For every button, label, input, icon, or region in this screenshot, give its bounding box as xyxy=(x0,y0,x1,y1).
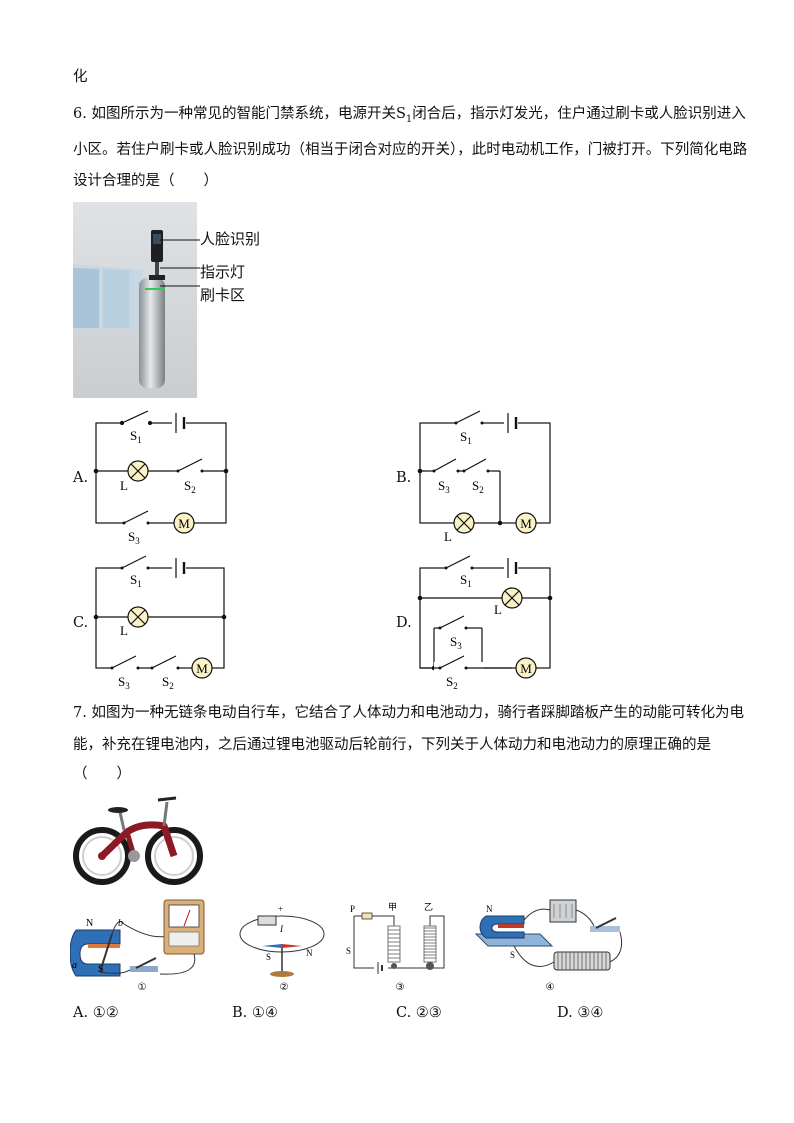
label-s3: S3 xyxy=(118,674,130,690)
label-s2: S2 xyxy=(472,478,484,495)
circuit-c: M S1 L S3 S2 xyxy=(93,555,227,690)
q7-line3: （ ） xyxy=(73,766,131,782)
lamp-l: L xyxy=(120,623,128,638)
q6-line1-tail: 闭合后，指示灯发光，住户通过刷卡或人脸识别进入 xyxy=(412,106,746,122)
motor-m: M xyxy=(520,516,532,531)
lamp-l: L xyxy=(120,478,128,493)
q7-option-a: A. ①② xyxy=(73,1005,119,1021)
fig2-s: S xyxy=(266,952,271,962)
label-s3: S3 xyxy=(438,478,450,495)
q7-line2: 能，补充在锂电池内，之后通过锂电池驱动后轮前行，下列关于人体动力和电池动力的原理… xyxy=(73,737,711,753)
label-s3: S3 xyxy=(450,634,462,651)
q6-line1-sub: 1 xyxy=(405,113,413,125)
fig1-a: a xyxy=(72,960,77,971)
circuit-d: M S1 L S3 S2 xyxy=(417,555,553,691)
fig4-s: S xyxy=(510,950,515,960)
label-s2: S2 xyxy=(446,674,458,691)
motor-m: M xyxy=(520,661,532,676)
figure-1: N S a b ① xyxy=(70,899,205,993)
label-s2: S2 xyxy=(162,674,174,690)
q7-option-d: D. ③④ xyxy=(557,1005,604,1021)
figure-4: N S ④ xyxy=(474,899,623,993)
ebike-image xyxy=(73,796,203,885)
fig4-n: N xyxy=(486,904,493,914)
label-indicator-light: 指示灯 xyxy=(200,263,246,281)
label-s1: S1 xyxy=(460,429,472,446)
q7-option-c: C. ②③ xyxy=(396,1005,442,1021)
fig1-s: S xyxy=(98,964,104,975)
fig2-n: N xyxy=(306,948,313,958)
fig3-jia: 甲 xyxy=(388,902,397,913)
label-face-recognition: 人脸识别 xyxy=(200,230,261,248)
label-s3: S3 xyxy=(128,529,140,545)
fig3-s: S xyxy=(346,946,351,956)
fig2-i: I xyxy=(279,924,284,934)
figure-2: + I S N ② xyxy=(239,904,325,993)
q6-line1-head: 6. 如图所示为一种常见的智能门禁系统，电源开关S xyxy=(73,106,406,122)
q6-line1: 6. 如图所示为一种常见的智能门禁系统，电源开关S1闭合后，指示灯发光，住户通过… xyxy=(73,104,746,130)
option-a-label: A. xyxy=(73,470,89,486)
option-b-label: B. xyxy=(396,470,412,486)
fig3-yi: 乙 xyxy=(424,902,433,913)
photo-pointers xyxy=(160,239,200,287)
circuit-b: M S1 S3 S2 L xyxy=(417,410,551,544)
fig4-number: ④ xyxy=(546,982,555,993)
label-card-area: 刷卡区 xyxy=(200,286,246,304)
q7-option-b: B. ①④ xyxy=(232,1005,278,1021)
fig2-plus: + xyxy=(278,904,283,914)
option-c-label: C. xyxy=(73,615,89,631)
figure-3: P S 甲 乙 ③ xyxy=(346,902,445,993)
q6-line3: 设计合理的是（ ） xyxy=(73,173,218,189)
label-s2: S2 xyxy=(184,478,196,495)
label-s1: S1 xyxy=(460,572,472,589)
fig2-number: ② xyxy=(280,982,289,993)
circuit-a: M S1 L S2 S3 xyxy=(93,410,229,545)
motor-m: M xyxy=(196,661,208,676)
fig1-b: b xyxy=(118,918,123,929)
label-s1: S1 xyxy=(130,428,142,445)
lamp-l: L xyxy=(494,602,502,617)
label-s1: S1 xyxy=(130,572,142,589)
fig1-n: N xyxy=(86,918,93,929)
q7-line1: 7. 如图为一种无链条电动自行车，它结合了人体动力和电池动力，骑行者踩脚踏板产生… xyxy=(73,705,744,721)
fig3-p: P xyxy=(350,904,355,914)
fig1-number: ① xyxy=(138,982,147,993)
gate-photo xyxy=(73,202,197,398)
q6-line2: 小区。若住户刷卡或人脸识别成功（相当于闭合对应的开关），此时电动机工作，门被打开… xyxy=(73,142,748,158)
top-fragment: 化 xyxy=(73,69,88,85)
motor-m: M xyxy=(178,516,190,531)
fig3-number: ③ xyxy=(396,982,405,993)
lamp-l: L xyxy=(444,529,452,544)
option-d-label: D. xyxy=(396,615,412,631)
